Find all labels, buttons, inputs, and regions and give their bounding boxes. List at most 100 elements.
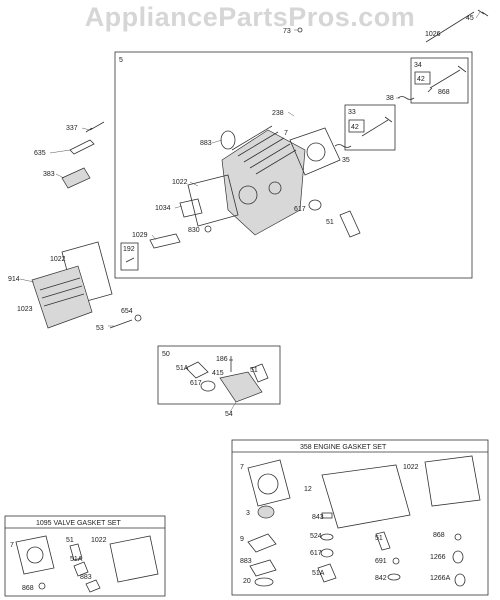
valve-box-42b	[348, 119, 365, 133]
exhaust-gasket-9	[247, 533, 277, 553]
box-label-5: 5	[119, 57, 123, 64]
intake-gasket-51A	[185, 361, 209, 379]
label-54: 54	[225, 411, 233, 418]
box-label-192: 192	[123, 246, 135, 253]
label-1022a: 1022	[172, 179, 188, 186]
fastener-830	[204, 225, 212, 233]
label-186: 186	[216, 356, 228, 363]
valve-cover-gasket-inner	[187, 174, 239, 227]
stud-383	[61, 167, 91, 189]
label-868b: 868	[433, 532, 445, 539]
label-53: 53	[96, 325, 104, 332]
head-gasket-7b	[247, 459, 291, 507]
label-1266: 1266	[430, 554, 446, 561]
label-51c: 51	[375, 535, 383, 542]
label-3: 3	[246, 510, 250, 517]
label-337: 337	[66, 125, 78, 132]
fastener-73	[297, 27, 303, 33]
valve-gasket-set-title: 1095 VALVE GASKET SET	[36, 520, 122, 527]
intake-manifold-54	[219, 371, 263, 403]
exhaust-gasket-883	[220, 130, 236, 150]
box-label-42a: 42	[417, 76, 425, 83]
crankcase-gasket-12	[321, 464, 411, 529]
label-7c: 7	[10, 542, 14, 549]
label-7b: 7	[240, 464, 244, 471]
label-1034: 1034	[155, 205, 171, 212]
label-45: 45	[466, 15, 474, 22]
label-868a: 868	[438, 89, 450, 96]
o-ring-617c	[320, 548, 334, 558]
seal-1266	[452, 550, 464, 564]
o-ring-617b	[200, 380, 216, 392]
gasket-883c	[85, 579, 101, 593]
label-868c: 868	[22, 585, 34, 592]
label-51a: 51	[326, 219, 334, 226]
valve-spring-38	[397, 96, 415, 100]
plug-868b	[454, 533, 462, 541]
head-gasket-7c	[15, 535, 55, 575]
engine-gasket-set-box	[231, 439, 489, 596]
intake-gasket-51b	[251, 363, 269, 383]
label-38: 38	[386, 95, 394, 102]
spark-plug-635	[69, 139, 95, 155]
label-383: 383	[43, 171, 55, 178]
box-label-42b: 42	[351, 124, 359, 131]
plug-868c	[38, 582, 46, 590]
gasket-51c	[375, 531, 391, 551]
label-20: 20	[243, 578, 251, 585]
label-12: 12	[304, 486, 312, 493]
intake-gasket-51	[339, 210, 361, 238]
label-843: 843	[312, 514, 324, 521]
gasket-883b	[249, 559, 277, 577]
head-gasket	[289, 127, 341, 176]
label-415: 415	[212, 370, 224, 377]
valve-box-42a	[414, 71, 431, 85]
valve-box-33	[344, 104, 396, 151]
label-691: 691	[375, 558, 387, 565]
label-9: 9	[240, 536, 244, 543]
valve-cover-ribs	[39, 277, 85, 307]
pushrod-1026	[425, 11, 475, 43]
label-51b: 51	[250, 367, 258, 374]
box-label-33: 33	[348, 109, 356, 116]
label-238: 238	[272, 110, 284, 117]
label-617b: 617	[190, 380, 202, 387]
label-35: 35	[342, 157, 350, 164]
label-830: 830	[188, 227, 200, 234]
intake-box-50	[157, 345, 281, 405]
cylinder-head	[221, 125, 306, 236]
gasket-51A-d	[73, 561, 89, 577]
bolt-53	[109, 319, 133, 329]
valve-box-34	[410, 57, 469, 104]
label-7a: 7	[284, 130, 288, 137]
label-73: 73	[283, 28, 291, 35]
callout-labels: 45 73 1026 238 38 868 7 883 35 337 635 3…	[8, 15, 474, 592]
intake-valve	[361, 116, 393, 137]
breather-cover-1034	[179, 198, 203, 218]
label-1026: 1026	[425, 31, 441, 38]
screw-654	[134, 314, 142, 322]
head-gasket-7c-bore	[26, 546, 44, 564]
label-842: 842	[375, 575, 387, 582]
box-192	[120, 242, 139, 271]
head-gasket-7b-bore	[257, 473, 279, 495]
label-883a: 883	[200, 140, 212, 147]
leader-lines	[19, 11, 481, 413]
o-ring-524	[320, 533, 334, 541]
fitting-186	[229, 356, 233, 372]
label-654: 654	[121, 308, 133, 315]
breather-gasket-1029	[149, 233, 181, 249]
label-1023: 1023	[17, 306, 33, 313]
oil-seal-3	[257, 505, 275, 519]
label-51A-b: 51A	[176, 365, 189, 372]
valve-cover-gasket-1022d	[109, 535, 159, 583]
label-524: 524	[310, 533, 322, 540]
valve-cover-1023	[31, 265, 93, 329]
valve-gasket-set-box	[4, 515, 166, 597]
label-883c: 883	[80, 574, 92, 581]
head-gasket-bore	[306, 142, 326, 162]
valve-cover-gasket-1022c	[424, 455, 481, 507]
label-51A-c: 51A	[312, 570, 325, 577]
label-1022c: 1022	[403, 464, 419, 471]
